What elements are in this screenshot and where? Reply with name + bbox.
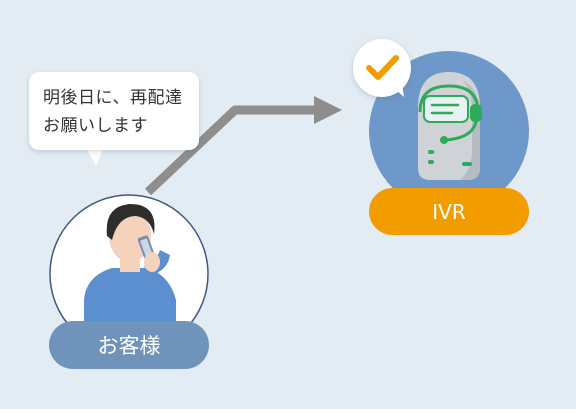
customer-label-text: お客様: [97, 334, 161, 358]
speech-line-2: お願いします: [43, 116, 148, 136]
ivr-label: IVR: [369, 188, 529, 235]
arrow-right-icon: [144, 96, 342, 196]
speech-text: 明後日に、再配達 お願いします: [43, 84, 193, 140]
ivr-avatar: [369, 51, 529, 211]
speech-bubble: 明後日に、再配達 お願いします: [29, 72, 199, 150]
speech-line-1: 明後日に、再配達: [43, 88, 183, 108]
robot-operator-icon: [418, 72, 482, 180]
checkmark-icon: [353, 39, 411, 97]
ivr-label-text: IVR: [432, 199, 466, 224]
customer-label: お客様: [49, 321, 209, 369]
speech-bubble-tail: [86, 148, 104, 166]
